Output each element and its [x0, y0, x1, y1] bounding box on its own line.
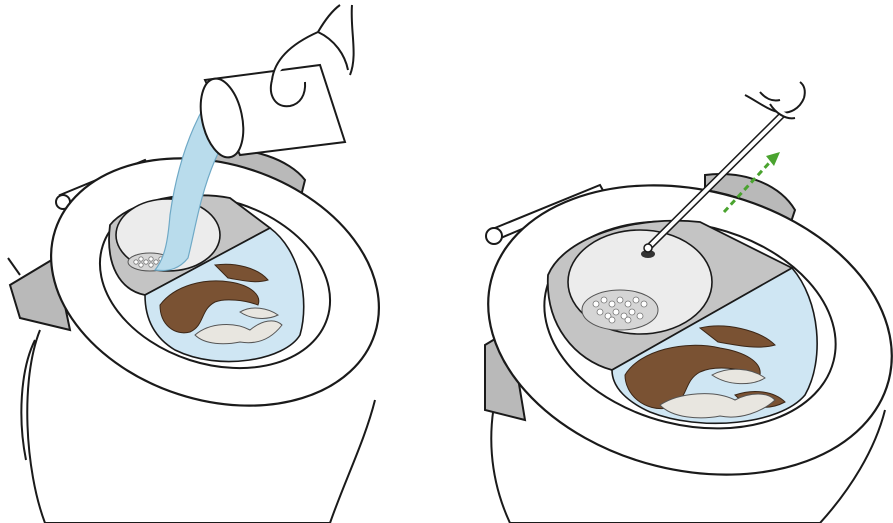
right-panel: [457, 82, 893, 523]
cup-icon: [194, 65, 345, 161]
left-panel: [8, 5, 411, 523]
strainer-icon: [582, 290, 658, 330]
hand-icon: [745, 82, 805, 118]
